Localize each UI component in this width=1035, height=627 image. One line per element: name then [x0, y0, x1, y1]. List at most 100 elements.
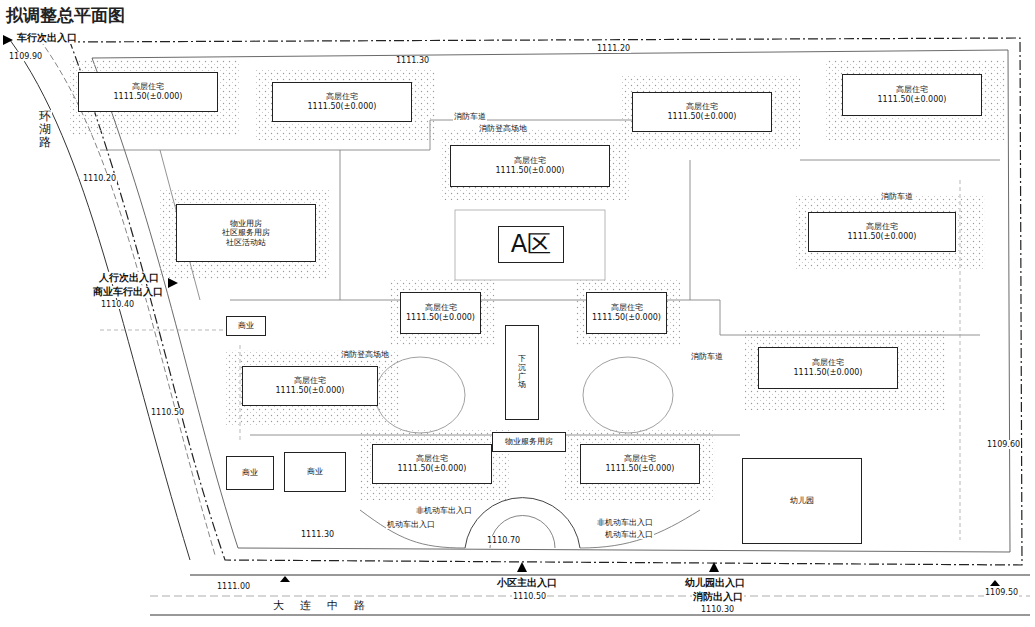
building-block: 高层住宅1111.50(±0.000): [842, 74, 982, 116]
elevation-mark: [280, 576, 290, 582]
building-block: 高层住宅1111.50(±0.000): [632, 92, 772, 132]
floor-elevation: 1111.50(±0.000): [592, 313, 661, 323]
building-block: 高层住宅1111.50(±0.000): [808, 212, 956, 252]
paving: [620, 75, 800, 150]
plan-label: 1111.20: [596, 44, 631, 53]
entrance-arrow: [168, 278, 178, 288]
floor-elevation: 1111.50(±0.000): [794, 368, 863, 378]
building-block: 物业服务用房: [492, 432, 566, 452]
building-block: 高层住宅1111.50(±0.000): [78, 72, 218, 112]
building-block: 高层住宅1111.50(±0.000): [758, 347, 898, 389]
building-name: 幼儿园: [790, 496, 814, 506]
building-block: 物业用房社区服务用房社区活动站: [176, 204, 316, 262]
plan-label: 消防登高场地: [340, 350, 390, 359]
plan-label: 消防车道: [690, 352, 724, 361]
building-name: 物业用房: [230, 219, 262, 229]
building-name: 物业服务用房: [505, 437, 553, 447]
plan-label: 1110.40: [100, 300, 135, 309]
building-name: 高层住宅: [611, 303, 643, 313]
paving: [575, 280, 680, 345]
floor-elevation: 1111.50(±0.000): [848, 232, 917, 242]
paving: [160, 190, 330, 280]
building-name: 高层住宅: [416, 454, 448, 464]
floor-elevation: 1111.50(±0.000): [308, 102, 377, 112]
plan-label: 1110.50: [512, 592, 547, 601]
building-block: 高层住宅1111.50(±0.000): [580, 444, 700, 484]
building-block: 高层住宅1111.50(±0.000): [450, 145, 610, 187]
courtyard: [375, 357, 465, 433]
building-block: A区: [498, 226, 564, 263]
building-block: 高层住宅1111.50(±0.000): [272, 82, 412, 122]
plan-label: 1109.90: [8, 52, 43, 61]
plan-label: 1111.30: [395, 56, 430, 65]
floor-elevation: 社区活动站: [226, 238, 266, 248]
building-name: A区: [511, 231, 551, 257]
courtyard: [583, 357, 673, 433]
elevation-mark: [990, 580, 1000, 586]
building-name: 商业: [307, 467, 323, 477]
plan-label: 人行次出入口: [98, 272, 160, 284]
building-block: 高层住宅1111.50(±0.000): [400, 292, 481, 334]
plan-label: 1110.20: [82, 174, 117, 183]
plan-label: 1110.70: [486, 536, 521, 545]
entrance-road: [360, 510, 700, 548]
building-name: 高层住宅: [896, 85, 928, 95]
floor-elevation: 社区服务用房: [222, 228, 270, 238]
plaza: [455, 210, 605, 280]
floor-elevation: 1111.50(±0.000): [878, 95, 947, 105]
building-block: 高层住宅1111.50(±0.000): [372, 444, 492, 484]
paving: [390, 280, 495, 345]
paving: [795, 195, 985, 270]
plan-label: 商业车行出入口: [92, 286, 164, 298]
plan-label: 机动车出入口: [604, 530, 654, 539]
building-name: 高层住宅: [624, 454, 656, 464]
paving: [255, 70, 435, 140]
plan-label: 1111.30: [300, 530, 335, 539]
plan-label: 机动车出入口: [386, 520, 436, 529]
road-edge: [190, 575, 1030, 576]
paving: [360, 430, 510, 500]
floor-elevation: 1111.50(±0.000): [406, 313, 475, 323]
plan-label: 消防车道: [880, 192, 914, 201]
road-edge: [150, 615, 1030, 616]
floor-elevation: 1111.50(±0.000): [398, 464, 467, 474]
floor-elevation: 1111.50(±0.000): [606, 464, 675, 474]
floor-elevation: 1111.50(±0.000): [114, 92, 183, 102]
floor-elevation: 1111.50(±0.000): [276, 386, 345, 396]
plan-label: 1111.00: [216, 582, 251, 591]
plan-title: 拟调整总平面图: [6, 4, 125, 27]
building-block: 幼儿园: [742, 458, 862, 544]
floor-elevation: 1111.50(±0.000): [668, 112, 737, 122]
paving: [440, 130, 630, 200]
paving: [825, 60, 1005, 140]
building-name: 高层住宅: [866, 222, 898, 232]
road-centre: [150, 596, 1030, 597]
floor-elevation: 1111.50(±0.000): [496, 166, 565, 176]
building-name: 高层住宅: [132, 82, 164, 92]
road-name: 大连中路: [272, 600, 382, 613]
plan-label: 非机动车出入口: [415, 506, 473, 515]
building-block: 商业: [284, 452, 346, 492]
plan-label: 消防登高场地: [478, 124, 528, 133]
plan-label: 1110.30: [700, 605, 735, 614]
building-name: 商业: [238, 321, 254, 331]
building-name: 商业: [242, 468, 258, 478]
building-block: 高层住宅1111.50(±0.000): [586, 292, 667, 334]
paving: [745, 330, 945, 410]
plan-label: 车行次出入口: [16, 32, 78, 44]
plan-label: 消防出入口: [692, 591, 744, 603]
internal-road: [100, 120, 1000, 435]
plan-label: 幼儿园出入口: [684, 577, 746, 589]
building-block: 商业: [226, 316, 266, 336]
entrance-arrow: [709, 562, 719, 572]
entrance-arrow: [3, 35, 13, 45]
building-block: 高层住宅1111.50(±0.000): [242, 366, 378, 406]
building-name: 高层住宅: [514, 156, 546, 166]
plan-label: 1110.50: [150, 408, 185, 417]
building-block: 商业: [226, 456, 274, 490]
building-name: 高层住宅: [326, 92, 358, 102]
entrance-plaza: [465, 498, 580, 548]
plan-label: 消防车道: [453, 112, 487, 121]
building-name: 下沉广场: [518, 355, 526, 390]
road-name: 环湖路: [38, 110, 52, 150]
